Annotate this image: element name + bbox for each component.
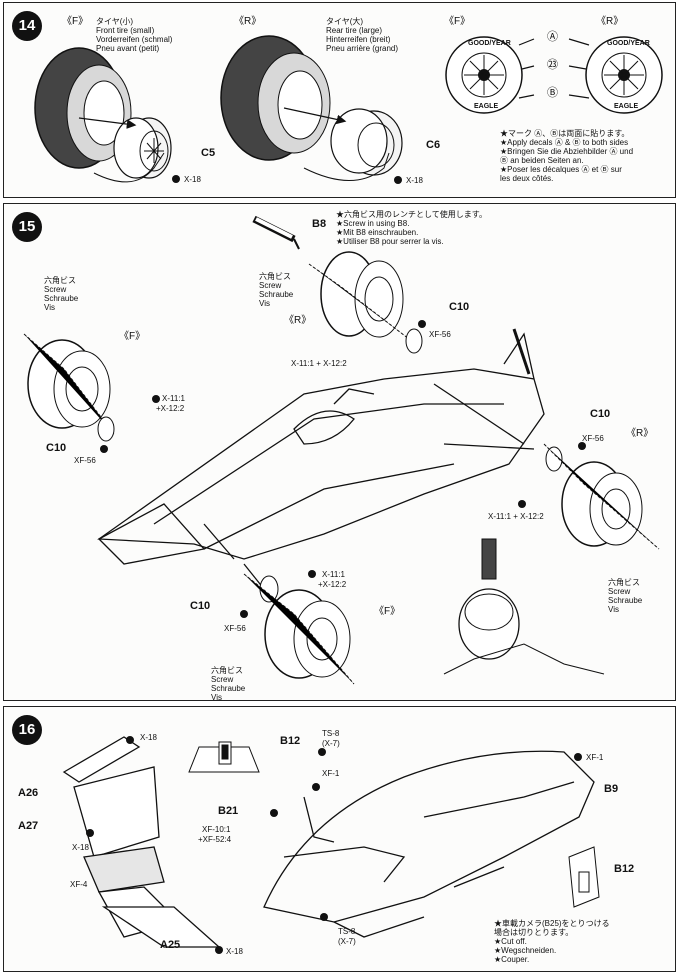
car-body-side bbox=[263, 750, 595, 938]
screw-label-left: 六角ビス Screw Schraube Vis bbox=[44, 276, 79, 312]
step-14-illustration bbox=[34, 35, 663, 184]
rear-right-tire bbox=[561, 461, 643, 547]
step-15-panel: 15 bbox=[3, 203, 676, 702]
step-number: 14 bbox=[12, 11, 42, 41]
step-15-illustration bbox=[23, 215, 660, 685]
step-16-panel: 16 bbox=[3, 706, 676, 972]
xf56-right: XF-56 bbox=[582, 434, 604, 443]
rear-wing bbox=[62, 736, 221, 948]
x18-bottom: X-18 bbox=[226, 947, 243, 956]
screw-rear-code: X-18 bbox=[406, 176, 423, 185]
inset-wrench-detail bbox=[443, 538, 605, 675]
front-tire-drawing bbox=[34, 47, 132, 169]
a25-part: A25 bbox=[160, 939, 181, 951]
b21-part: B21 bbox=[218, 805, 239, 817]
wheel-rear-part: C6 bbox=[426, 139, 441, 151]
xf10-mix: XF-10:1 bbox=[202, 825, 231, 834]
b12-part: B12 bbox=[280, 735, 301, 747]
camera-note: ★車載カメラ(B25)をとりつける 場合は切りとります。 ★Cut off. ★… bbox=[494, 919, 610, 964]
a27-part: A27 bbox=[18, 820, 39, 832]
mix-bottom-a: X-11:1 bbox=[322, 570, 345, 579]
decal-rear-tag: 《R》 bbox=[596, 16, 624, 27]
decal-a: Ⓐ bbox=[547, 31, 558, 43]
step-16-illustration bbox=[62, 736, 600, 954]
screw-label-right: 六角ビス Screw Schraube Vis bbox=[608, 578, 643, 614]
decal-note: ★マーク Ⓐ、Ⓑは両面に貼ります。 ★Apply decals Ⓐ & Ⓑ to… bbox=[500, 129, 634, 183]
front-left-tire bbox=[27, 339, 111, 429]
xf56-left: XF-56 bbox=[74, 456, 96, 465]
front-tag-left: 《F》 bbox=[119, 331, 146, 342]
c10-right: C10 bbox=[590, 408, 611, 420]
screw-label-top: 六角ビス Screw Schraube Vis bbox=[259, 272, 294, 308]
tire-sub-rear: EAGLE bbox=[614, 103, 639, 110]
xf1-left: XF-1 bbox=[322, 769, 340, 778]
tire-sub-front: EAGLE bbox=[474, 103, 499, 110]
a26-part: A26 bbox=[18, 787, 39, 799]
step-14-panel: 14 bbox=[3, 2, 676, 198]
wheel-front-part: C5 bbox=[201, 147, 216, 159]
mix-left-a: X-11:1 bbox=[162, 394, 185, 403]
rear-tag: 《R》 bbox=[234, 16, 262, 27]
b9-part: B9 bbox=[604, 783, 619, 795]
decal-b: Ⓑ bbox=[547, 87, 558, 99]
b12-cut-piece bbox=[568, 846, 600, 908]
decal-23: ㉓ bbox=[547, 59, 558, 71]
xf56-top: XF-56 bbox=[429, 330, 451, 339]
rear-wheel-drawing bbox=[330, 108, 403, 176]
screw-front-code: X-18 bbox=[184, 175, 201, 184]
rear-tag-right: 《R》 bbox=[626, 428, 654, 439]
step-number: 16 bbox=[12, 715, 42, 745]
x18-top: X-18 bbox=[140, 733, 157, 742]
xf1-right: XF-1 bbox=[586, 753, 604, 762]
rear-tag-top: 《R》 bbox=[284, 315, 312, 326]
rear-tire-label: タイヤ(大) Rear tire (large) Hinterreifen (b… bbox=[326, 17, 399, 53]
b12-cut-part: B12 bbox=[614, 863, 635, 875]
front-tire-label: タイヤ(小) Front tire (small) Vorderreifen (… bbox=[96, 17, 173, 53]
xf4-code: XF-4 bbox=[70, 880, 88, 889]
x7-top: (X-7) bbox=[322, 739, 340, 748]
c10-top: C10 bbox=[449, 301, 470, 313]
tire-brand-rear: GOOD/YEAR bbox=[607, 40, 650, 47]
ts8-top: TS-8 bbox=[322, 729, 340, 738]
rear-top-tire bbox=[320, 251, 404, 338]
ts8-bottom: TS-8 bbox=[338, 927, 356, 936]
tire-brand-front: GOOD/YEAR bbox=[468, 40, 511, 47]
front-wheel-drawing bbox=[113, 117, 172, 179]
c10-bottom: C10 bbox=[190, 600, 211, 612]
xf52-mix: +XF-52:4 bbox=[198, 835, 232, 844]
x7-bottom: (X-7) bbox=[338, 937, 356, 946]
mix-left-b: +X-12:2 bbox=[156, 404, 185, 413]
mix-top: X-11:1 + X-12:2 bbox=[291, 359, 347, 368]
decal-rear-tire bbox=[585, 36, 663, 114]
hub-parts bbox=[97, 328, 563, 603]
screw-label-bottom: 六角ビス Screw Schraube Vis bbox=[211, 666, 246, 702]
rear-tire-drawing bbox=[220, 35, 331, 161]
mix-bottom-b: +X-12:2 bbox=[318, 580, 347, 589]
b21-inset bbox=[188, 741, 260, 773]
decal-front-tire bbox=[445, 36, 523, 114]
step-number: 15 bbox=[12, 212, 42, 242]
car-body bbox=[97, 328, 545, 590]
wrench-part: B8 bbox=[312, 218, 327, 230]
xf56-bottom: XF-56 bbox=[224, 624, 246, 633]
front-tag: 《F》 bbox=[62, 16, 89, 27]
x18-mid: X-18 bbox=[72, 843, 89, 852]
mix-right: X-11:1 + X-12:2 bbox=[488, 512, 544, 521]
wrench-note: ★六角ビス用のレンチとして使用します。 ★Screw in using B8. … bbox=[336, 210, 487, 246]
c10-left: C10 bbox=[46, 442, 67, 454]
front-tag-bottom: 《F》 bbox=[374, 606, 401, 617]
decal-front-tag: 《F》 bbox=[444, 16, 471, 27]
